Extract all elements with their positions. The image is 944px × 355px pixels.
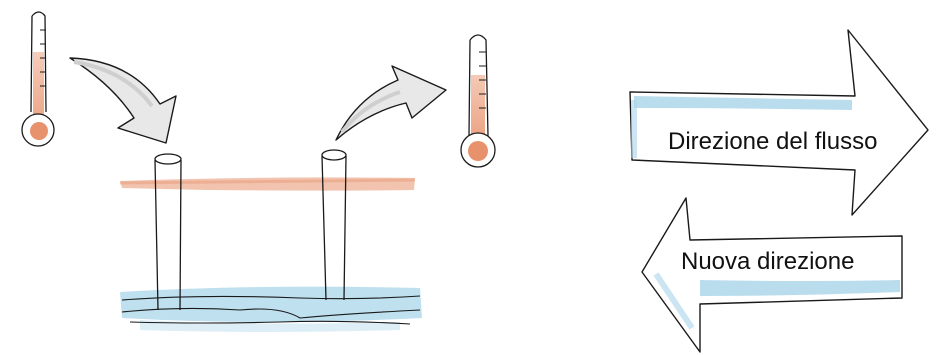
groundwater-icon [120, 287, 422, 332]
thermometer-right-icon [461, 35, 495, 167]
well-pipe-right-icon [322, 150, 346, 300]
curved-arrow-left-icon [70, 58, 176, 143]
curved-arrow-right-icon [336, 66, 446, 140]
warm-surface-band [120, 177, 415, 190]
flow-direction-label: Direzione del flusso [668, 128, 877, 156]
thermometer-left-icon [22, 12, 54, 146]
well-pipe-left-icon [155, 154, 181, 310]
new-direction-label: Nuova direzione [681, 248, 854, 276]
flow-direction-arrow-icon [630, 30, 928, 215]
